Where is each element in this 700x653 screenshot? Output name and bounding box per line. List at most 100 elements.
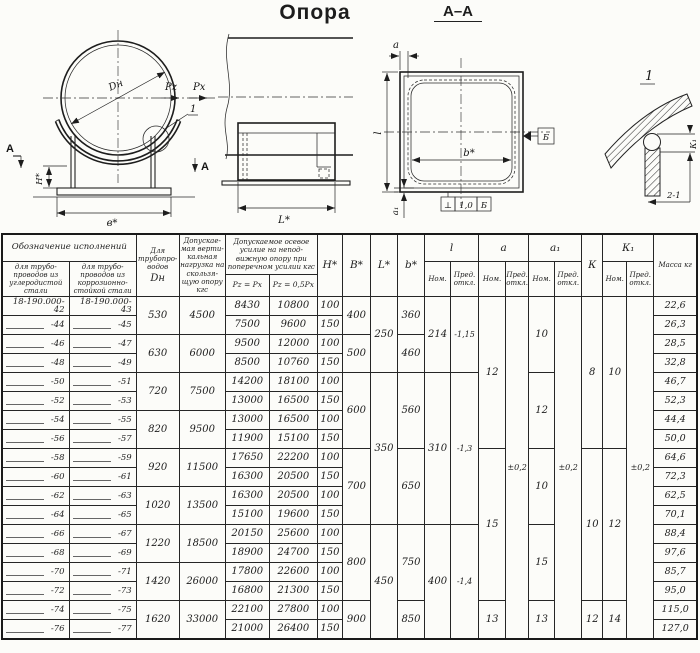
table-cell: 100 (316, 296, 343, 316)
table-cell: 150 (316, 543, 343, 563)
weld-bead (643, 133, 661, 151)
table-cell: -56 (1, 429, 70, 449)
table-cell: 27800 (268, 600, 318, 620)
col-pz-eq-px: Pz = Px (224, 274, 270, 297)
table-cell: -51 (68, 372, 137, 392)
table-cell: 100 (316, 486, 343, 506)
table-cell: 11900 (224, 429, 270, 449)
table-cell: 400 (341, 296, 371, 335)
table-cell: 1420 (135, 562, 180, 601)
table-cell: -49 (68, 353, 137, 373)
col-k1-dev: Пред. откл. (626, 261, 655, 297)
table-cell: 12 (581, 600, 604, 640)
col-a1-nom: Ном. (528, 261, 556, 297)
table-cell: 16500 (268, 410, 318, 430)
section-body (384, 58, 550, 206)
table-cell: 150 (316, 467, 343, 487)
table-cell: 820 (135, 410, 180, 449)
table-cell: 150 (316, 505, 343, 525)
table-cell: 10 (581, 448, 604, 601)
table-cell: 214 (423, 296, 452, 373)
table-cell: 1020 (135, 486, 180, 525)
table-cell: -59 (68, 448, 137, 468)
weld-ref-label: 2-1 (666, 191, 681, 201)
table-cell: -45 (68, 315, 137, 335)
a-dimension: a (389, 40, 419, 78)
table-cell: 7500 (224, 315, 270, 335)
table-cell: 10 (528, 448, 556, 525)
detail-ref-label: 1 (190, 104, 196, 115)
table-cell: -63 (68, 486, 137, 506)
table-cell: 72,3 (653, 467, 698, 487)
table-cell: 17650 (224, 448, 270, 468)
pz-force-label: Pz (164, 82, 178, 93)
table-cell: -52 (1, 391, 70, 411)
table-cell: 850 (396, 600, 426, 640)
col-k1-group: К₁ (602, 233, 655, 262)
saddle-and-legs (33, 119, 195, 198)
col-carbon-steel: для трубо­проводов из углеродистой стали (1, 261, 70, 297)
table-cell: 920 (135, 448, 180, 487)
table-cell: 16500 (268, 391, 318, 411)
weld-ref: 2-1 (648, 161, 691, 205)
table-cell: -60 (1, 467, 70, 487)
table-cell: 52,3 (653, 391, 698, 411)
col-h: H* (316, 233, 343, 297)
table-cell: -67 (68, 524, 137, 544)
detail-title: 1 (640, 69, 655, 85)
table-cell: -53 (68, 391, 137, 411)
table-cell: -1,4 (450, 524, 480, 640)
detail-callout: 1 (142, 104, 198, 153)
tolerance-datum: Б (480, 201, 488, 211)
b-width-dimension: в* (56, 197, 172, 229)
table-cell: 12000 (268, 334, 318, 354)
table-cell: -76 (1, 619, 70, 640)
table-cell: 22100 (224, 600, 270, 620)
table-cell: 88,4 (653, 524, 698, 544)
table-cell: 16300 (224, 467, 270, 487)
col-l-nom: Ном. (423, 261, 452, 297)
col-b-small: b* (396, 233, 426, 297)
table-cell: ±0,2 (554, 296, 583, 640)
a1-dim-label: a₁ (391, 207, 401, 215)
front-view-drawing: Dн Pz Px H* в* А А (6, 30, 218, 229)
table-cell: 19600 (268, 505, 318, 525)
table-cell: 560 (396, 372, 426, 449)
table-cell: -66 (1, 524, 70, 544)
table-cell: 18500 (178, 524, 226, 563)
table-cell: -68 (1, 543, 70, 563)
col-l-dev: Пред. откл. (450, 261, 480, 297)
table-cell: 62,5 (653, 486, 698, 506)
table-cell: 26400 (268, 619, 318, 640)
col-k1-nom: Ном. (602, 261, 628, 297)
header-row-sub: для трубо­проводов из углеродистой стали… (1, 261, 697, 297)
drawing-title: Опора (279, 1, 351, 24)
table-cell: 64,6 (653, 448, 698, 468)
col-l-cap: L* (369, 233, 398, 297)
table-cell: -64 (1, 505, 70, 525)
table-cell: 400 (423, 524, 452, 640)
table-cell: 12 (528, 372, 556, 449)
col-k: К (581, 233, 604, 297)
k1-dim-label: К₁ (689, 139, 699, 150)
detail-title-label: 1 (645, 69, 653, 84)
table-cell: 22600 (268, 562, 318, 582)
table-cell: 95,0 (653, 581, 698, 601)
table-cell: 530 (135, 296, 180, 335)
table-cell: 4500 (178, 296, 226, 335)
table-cell: 650 (396, 448, 426, 525)
datum-label: Б (542, 133, 550, 143)
table-cell: -65 (68, 505, 137, 525)
table-cell: 20150 (224, 524, 270, 544)
table-cell: -48 (1, 353, 70, 373)
section-view-title: А–А (434, 3, 482, 22)
table-cell: 100 (316, 562, 343, 582)
side-view-drawing: L* (218, 33, 353, 226)
table-cell: 13000 (224, 410, 270, 430)
table-cell: 150 (316, 581, 343, 601)
